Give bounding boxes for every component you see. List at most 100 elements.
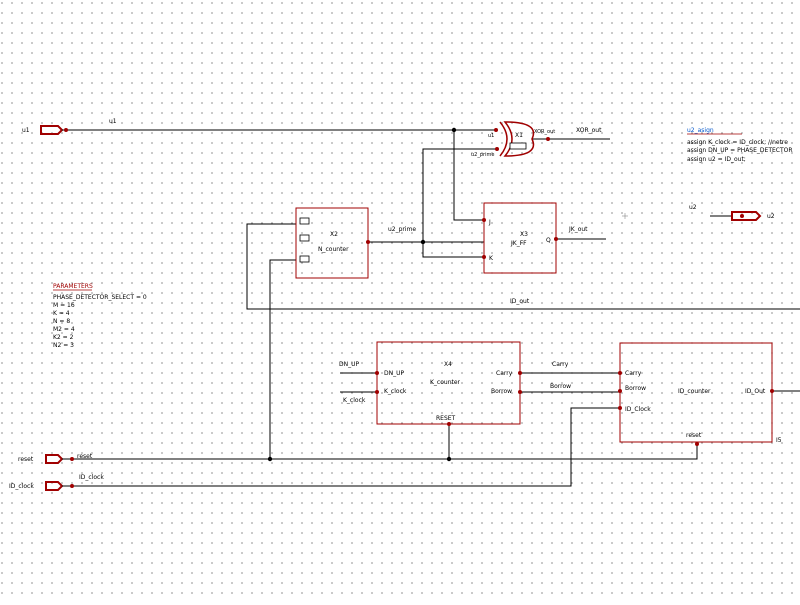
port-u2-symbol[interactable] [731,211,762,221]
x2-pin-box-3 [299,255,310,263]
net-label-u2: u2 [689,204,697,211]
parameters-title: PARAMETERS [53,283,93,290]
x5-pin-carry [618,371,622,375]
xor-attr-box [509,142,527,150]
net-label-id-out: ID_out [510,298,530,305]
wire-reset[interactable] [72,444,698,460]
x5-pin-carry-label: Carry [625,370,642,377]
x4-pin-reset [447,422,451,426]
wire-id-clock[interactable] [72,407,620,487]
port-u1-symbol[interactable] [40,125,64,135]
port-reset[interactable]: reset [18,454,74,464]
x4-pin-carry-label: Carry [496,370,513,377]
x1-xor-gate[interactable]: X1 u1 u2_prime XOR_out [471,121,555,158]
xor-pin-a [494,128,498,132]
x2-pin-box-1 [299,217,310,225]
x5-pin-borrow [618,389,622,393]
net-label-u2-prime: u2_prime [388,226,416,233]
port-id-clock[interactable]: ID_clock [9,481,74,491]
wire-id-out[interactable] [246,223,800,310]
x5-id-counter[interactable]: ID_counter Carry Borrow ID_Clock ID_Out … [618,342,782,446]
x3-pin-j [482,218,486,222]
x3-pin-j-label: J [488,219,491,226]
junction-reset-x2 [267,456,273,462]
x2-ref: X2 [330,231,338,238]
x5-pin-reset [695,442,699,446]
port-u2-pin [740,214,744,218]
net-label-reset: reset [77,453,93,460]
x4-name: K_counter [430,379,461,386]
x4-pin-dnup-label: DN_UP [384,370,405,377]
x4-ref: X4 [444,361,452,368]
parameter-line: K = 4 [53,310,70,317]
parameter-line: M2 = 4 [53,326,75,333]
x5-name: ID_counter [678,388,711,395]
net-labels: u1 XOR_out u2_prime JK_out ID_out DN_UP … [77,118,697,481]
x3-jk-ff[interactable]: X3 JK_FF J K Q [482,202,558,274]
x5-pin-reset-label: reset [686,432,702,439]
assign-line: assign u2 = ID_out; [687,156,746,163]
x5-ref: I5 [776,437,782,444]
wire-u1-to-j[interactable] [453,130,484,221]
port-u2-label: u2 [767,213,775,220]
parameter-line: N = 8 [53,318,70,325]
net-label-xor-out: XOR_out [576,127,602,134]
net-label-dn-up: DN_UP [339,361,360,368]
x4-pin-borrow [518,390,522,394]
port-u2[interactable]: u2 [731,211,775,221]
x5-pin-idout-label: ID_Out [745,388,766,395]
x5-pin-idout [770,389,774,393]
junctions [267,127,457,462]
assign-block[interactable]: u2_asign assign K_clock = ID_clock; //ne… [687,127,793,163]
port-reset-pin [70,457,74,461]
x3-ref: X3 [520,231,528,238]
wire-x2-reset[interactable] [269,259,296,459]
net-label-carry: Carry [552,361,569,368]
x4-k-counter[interactable]: X4 K_counter DN_UP K_clock Carry Borrow … [375,341,522,426]
port-u1[interactable]: u1 [22,125,68,135]
x4-pin-reset-label: RESET [436,415,456,422]
net-label-k-clock: K_clock [343,397,366,404]
port-reset-label: reset [18,456,34,463]
xor-pin-b [495,147,499,151]
parameter-line: K2 = 2 [53,334,74,341]
x2-out-pin [366,240,370,244]
parameters-block[interactable]: PARAMETERS PHASE_DETECTOR_SELECT = 0 M =… [53,283,147,349]
x3-name: JK_FF [510,240,527,247]
port-id-clock-label: ID_clock [9,483,34,490]
x2-n-counter[interactable]: X2 N_counter [295,207,370,279]
port-reset-symbol[interactable] [45,454,64,464]
port-u1-label: u1 [22,127,30,134]
port-id-clock-pin [70,484,74,488]
x2-pin-box-2 [299,234,310,242]
wire-u2-prime-to-k[interactable] [422,242,484,258]
parameter-line: M = 16 [53,302,75,309]
net-label-u1: u1 [109,118,117,125]
assign-line: assign DN_UP = PHASE_DETECTOR [687,147,793,154]
net-label-borrow: Borrow [550,383,571,390]
x3-pin-k-label: K [489,255,494,262]
x5-pin-idclock [618,406,622,410]
x5-pin-borrow-label: Borrow [625,385,646,392]
x3-pin-q [554,237,558,241]
crosshair-cursor-icon [622,213,628,219]
x4-pin-borrow-label: Borrow [491,388,512,395]
x1-ref: X1 [515,132,523,139]
x4-pin-kclock-label: K_clock [384,388,407,395]
junction-u1 [451,127,457,133]
wire-u2-prime-to-xor[interactable] [422,148,497,242]
xor-input-arc [499,121,508,157]
net-label-jk-out: JK_out [568,226,588,233]
assign-block-title: u2_asign [687,127,714,134]
junction-u2-prime [420,239,426,245]
x4-pin-carry [518,371,522,375]
x5-pin-idclock-label: ID_Clock [625,406,651,413]
x1-pin-b-label: u2_prime [471,152,494,158]
xor-pin-out [546,137,550,141]
port-id-clock-symbol[interactable] [45,481,64,491]
net-label-id-clock: ID_clock [79,474,104,481]
x2-name: N_counter [318,246,349,253]
x4-pin-kclock [375,390,379,394]
